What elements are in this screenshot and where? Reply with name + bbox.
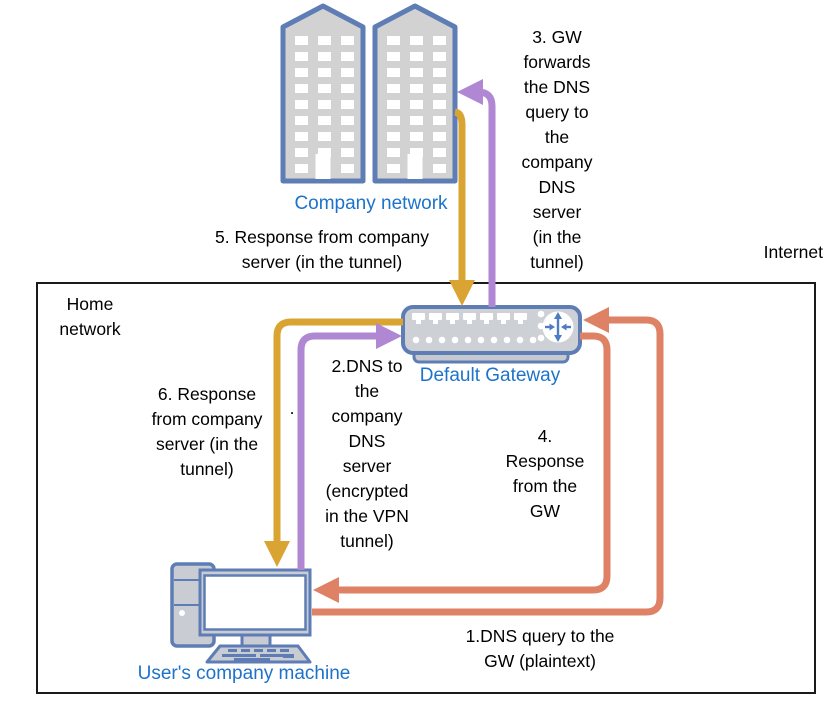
flow-2-label: 2.DNS to the company DNS server (encrypt… [325, 356, 409, 551]
building-windows [387, 36, 446, 179]
flow-2-arrowhead [376, 323, 402, 349]
home-network-label: Home network [59, 294, 121, 339]
keyboard-keys [222, 649, 294, 661]
flow-5-arrowhead [449, 280, 475, 306]
flow-3-label: 3. GW forwards the DNS query to the comp… [521, 27, 593, 272]
office-building-icon-1 [280, 3, 366, 184]
flow-2-arrow [297, 332, 379, 570]
flow-4-arrowhead [313, 577, 339, 603]
router-leds [412, 310, 545, 344]
flow-4-label: 4. Response from the GW [505, 426, 585, 521]
router-ports [412, 313, 527, 324]
flow-6-arrowhead [264, 541, 290, 567]
flow-1-label: 1.DNS query to the GW (plaintext) [465, 626, 615, 671]
building-windows [295, 36, 354, 179]
flow-3-arrowhead [457, 79, 483, 105]
desktop-computer-icon [170, 562, 312, 664]
user-machine-label: User's company machine [137, 663, 351, 684]
flow-arrows [264, 79, 664, 616]
routing-arrows-icon [542, 311, 574, 343]
flow-3-arrow [477, 88, 496, 307]
flow-6-arrow [273, 318, 403, 544]
flow-1-arrow [312, 316, 664, 616]
stray-period-mark: . [289, 398, 295, 418]
flow-4-arrow [336, 332, 611, 594]
router-icon [401, 305, 582, 364]
default-gateway-label: Default Gateway [419, 365, 561, 386]
company-network-label: Company network [294, 193, 448, 214]
internet-label: Internet [763, 242, 823, 262]
flow-6-label: 6. Response from company server (in the … [151, 384, 263, 479]
flow-5-label: 5. Response from company server (in the … [215, 227, 429, 272]
office-building-icon-2 [372, 3, 458, 184]
flow-5-arrow [454, 108, 466, 283]
flow-1-arrowhead [583, 307, 609, 333]
home-network-boundary [36, 282, 816, 694]
